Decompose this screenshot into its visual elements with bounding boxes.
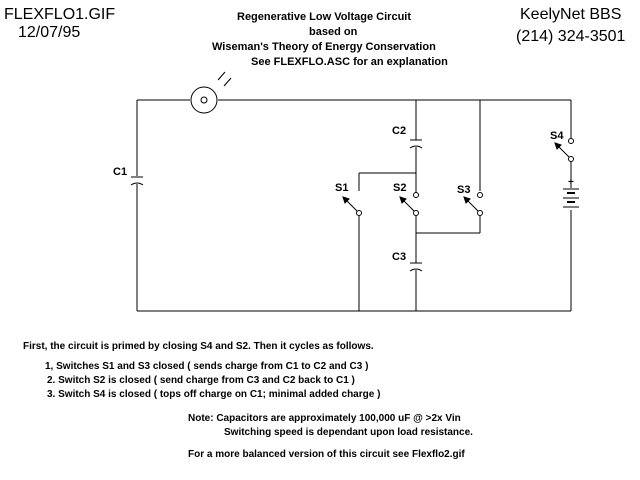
c2-label: C2 — [392, 125, 407, 137]
date-label: 12/07/95 — [18, 24, 81, 41]
c3-label: C3 — [392, 251, 407, 263]
c1-label: C1 — [113, 166, 128, 178]
s4-label: S4 — [550, 130, 564, 142]
switch-s3 — [463, 192, 483, 216]
step-1: 1, Switches S1 and S3 closed ( sends cha… — [45, 361, 369, 372]
s1-label: S1 — [335, 182, 349, 194]
step-2: 2. Switch S2 is closed ( send charge fro… — [47, 375, 355, 386]
lamp-bulb — [190, 86, 218, 114]
capacitor-c2 — [409, 139, 423, 149]
lamp-filament — [200, 96, 208, 104]
capacitor-c3 — [409, 262, 423, 272]
title-line-3: Wiseman's Theory of Energy Conservation — [212, 41, 436, 53]
s3-label: S3 — [457, 184, 471, 196]
footer-note: For a more balanced version of this circ… — [188, 449, 465, 460]
switch-s2 — [399, 192, 419, 216]
phone-number: (214) 324-3501 — [516, 28, 626, 45]
switch-s1 — [342, 196, 362, 216]
intro-text: First, the circuit is primed by closing … — [23, 341, 374, 352]
battery — [563, 188, 579, 208]
capacitor-c1 — [130, 176, 144, 186]
title-line-2: based on — [309, 26, 358, 38]
bbs-name: KeelyNet BBS — [520, 6, 622, 23]
step-3: 3. Switch S4 is closed ( tops off charge… — [47, 389, 381, 400]
switch-s4 — [554, 138, 574, 162]
file-name: FLEXFLO1.GIF — [4, 6, 116, 23]
note-line-2: Switching speed is dependant upon load r… — [224, 427, 473, 438]
title-line-1: Regenerative Low Voltage Circuit — [237, 11, 412, 23]
battery-plus-label: + — [568, 177, 574, 188]
s2-label: S2 — [393, 182, 407, 194]
light-ray-2 — [223, 77, 232, 87]
light-ray-1 — [217, 71, 226, 81]
note-line-1: Note: Capacitors are approximately 100,0… — [188, 413, 461, 424]
title-line-4: See FLEXFLO.ASC for an explanation — [251, 56, 448, 68]
